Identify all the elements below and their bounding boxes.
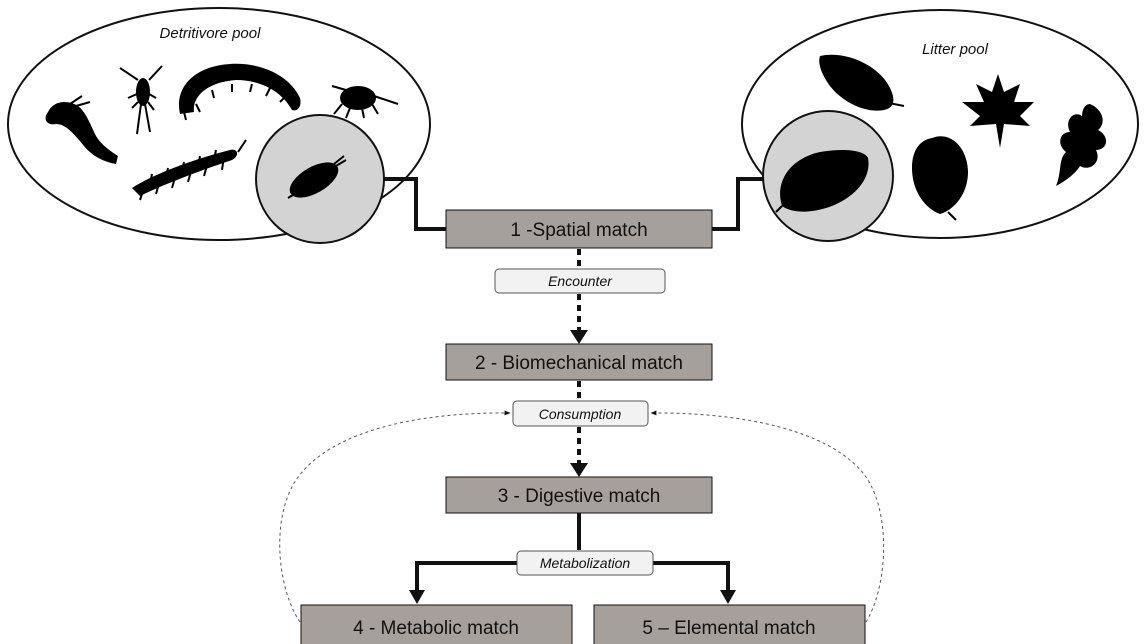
litter-pool: Litter pool <box>741 9 1139 242</box>
stage-2-label: 2 - Biomechanical match <box>475 353 683 374</box>
springtail-icon <box>119 65 163 135</box>
feedback-curve-right <box>650 410 885 623</box>
stage-5-box: 5 – Elemental match <box>593 604 866 644</box>
millipede-icon <box>179 63 301 121</box>
arrowhead <box>409 590 425 604</box>
centipede-icon <box>45 95 118 164</box>
leaf-icon <box>912 136 968 221</box>
isopod-icon <box>331 85 399 119</box>
woodlouse-icon <box>287 155 347 199</box>
stage-4-box: 4 - Metabolic match <box>300 604 573 644</box>
consumption-label: Consumption <box>539 406 622 422</box>
maple-leaf-icon <box>962 74 1034 148</box>
detritivore-pool: Detritivore pool <box>7 7 431 244</box>
metabolization-box: Metabolization <box>516 550 654 576</box>
pool-connectors <box>384 177 763 231</box>
stage-5-label: 5 – Elemental match <box>642 618 815 639</box>
detritivore-pool-label: Detritivore pool <box>160 25 262 42</box>
stage-3-label: 3 - Digestive match <box>498 486 661 507</box>
arrowhead <box>570 463 588 477</box>
arrowhead <box>720 590 736 604</box>
feedback-curve-left <box>279 410 511 623</box>
stage-1-box: 1 -Spatial match <box>445 209 713 249</box>
metabolization-label: Metabolization <box>540 555 630 571</box>
stage-4-label: 4 - Metabolic match <box>353 618 519 639</box>
stage-3-box: 3 - Digestive match <box>445 476 713 514</box>
stage-2-box: 2 - Biomechanical match <box>445 343 713 381</box>
encounter-box: Encounter <box>494 268 666 294</box>
leaf-icon <box>819 54 905 111</box>
stage-1-label: 1 -Spatial match <box>510 220 647 241</box>
metabolization-branch <box>415 513 730 592</box>
arrowhead <box>570 330 588 344</box>
oak-leaf-icon <box>1056 104 1107 186</box>
millipede-icon <box>132 139 247 201</box>
leaf-icon <box>775 150 869 213</box>
litter-pool-label: Litter pool <box>922 41 989 58</box>
consumption-box: Consumption <box>512 400 649 427</box>
encounter-label: Encounter <box>548 273 613 289</box>
